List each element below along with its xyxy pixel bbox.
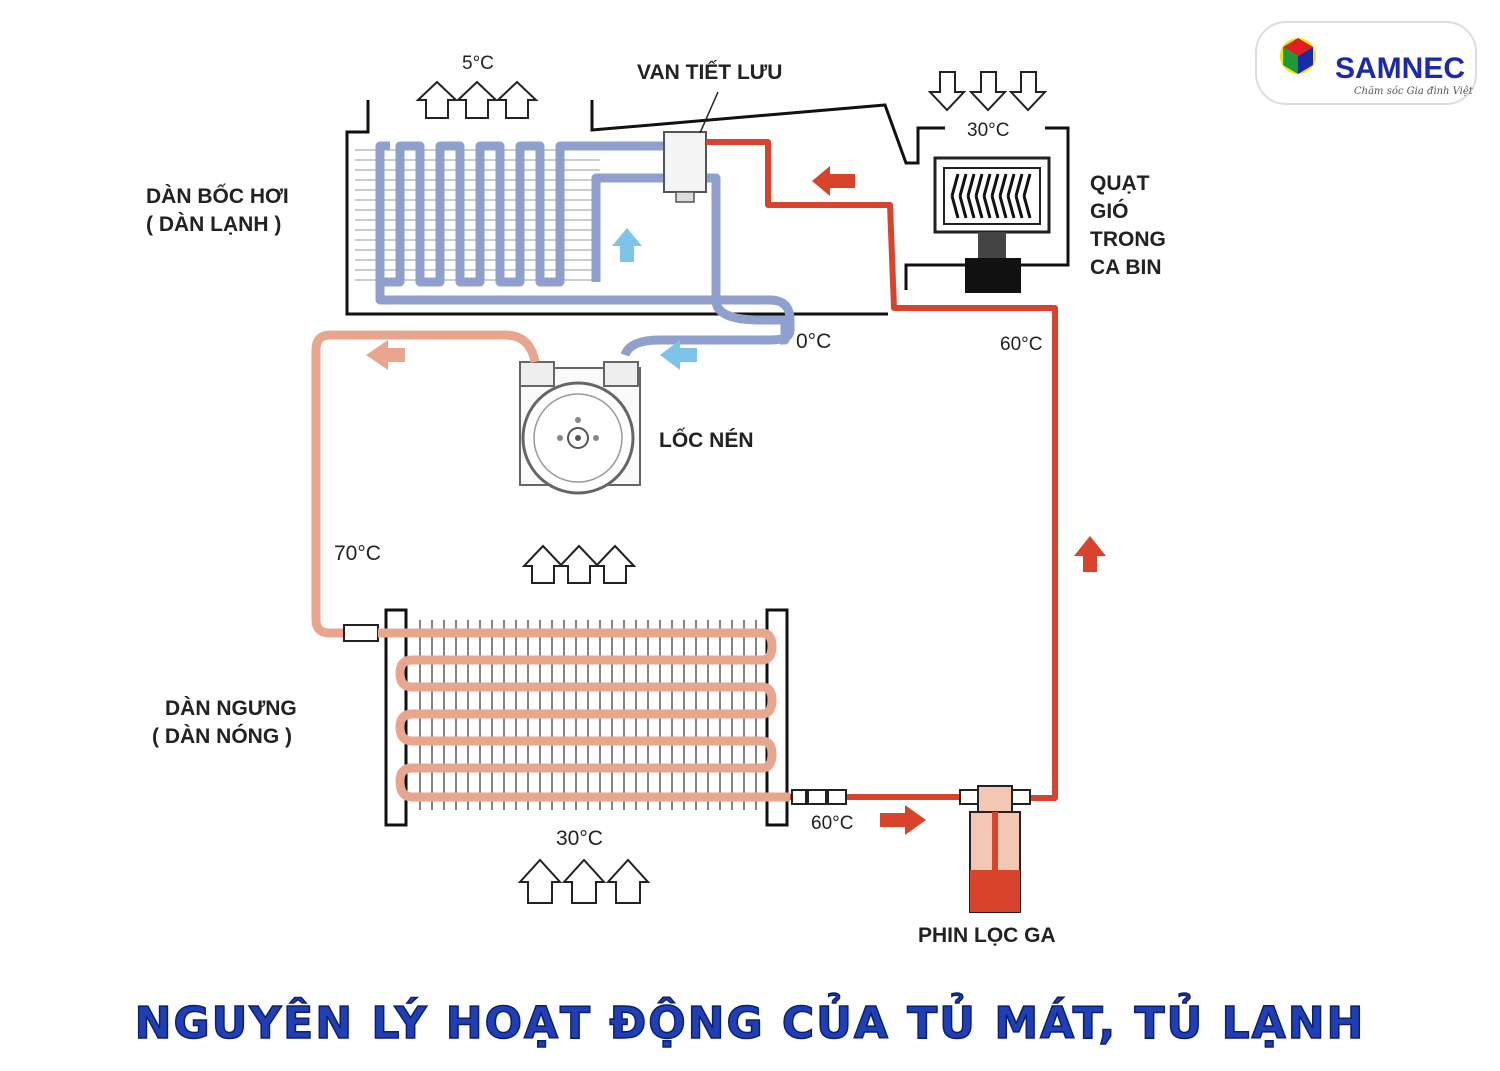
flow-arrow-left-blue (660, 340, 697, 370)
temp-condenser-out: 60°C (811, 813, 853, 834)
logo-name: SAMNEC (1335, 52, 1465, 85)
condenser-inlet-fitting (343, 624, 379, 642)
condenser (378, 608, 790, 827)
label-fan-3: TRONG (1090, 228, 1166, 251)
samnec-logo: SAMNEC Chăm sóc Gia đình Việt (1255, 21, 1477, 105)
liquid-line-hot (706, 139, 1058, 801)
label-compressor: LỐC NÉN (659, 428, 754, 452)
flow-arrows (366, 166, 1106, 835)
temp-condenser-bottom: 30°C (556, 827, 603, 850)
compressor (519, 361, 641, 495)
label-fan-1: QUẠT (1090, 172, 1150, 195)
cabinet-wall-top (590, 100, 945, 165)
filter-drier (969, 785, 1021, 913)
expansion-valve (663, 91, 719, 203)
label-fan-2: GIÓ (1090, 199, 1129, 223)
label-fan-4: CA BIN (1090, 256, 1162, 279)
temp-right-pipe: 60°C (1000, 334, 1042, 355)
temp-discharge: 70°C (334, 542, 381, 565)
flow-arrow-left-red (812, 166, 855, 196)
label-evaporator-2: ( DÀN LẠNH ) (146, 213, 281, 236)
page-title: NGUYÊN LÝ HOẠT ĐỘNG CỦA TỦ MÁT, TỦ LẠNH (135, 992, 1366, 1049)
label-condenser-2: ( DÀN NÓNG ) (152, 724, 292, 748)
label-condenser-1: DÀN NGƯNG (165, 697, 297, 720)
cabinet-wall-right (904, 126, 1070, 290)
evaporator-coil (375, 141, 770, 305)
flow-arrow-up-red (1074, 536, 1106, 572)
temp-fan-top: 30°C (967, 120, 1009, 141)
airflow-arrows (415, 71, 1048, 904)
logo-tagline: Chăm sóc Gia đình Việt (1354, 86, 1474, 97)
discharge-pipe (311, 330, 540, 638)
flow-arrow-left-pink (366, 340, 405, 370)
label-evaporator-1: DÀN BỐC HƠI (146, 184, 289, 208)
evaporator-return-pipe (591, 173, 790, 345)
cabinet-wall-left (345, 100, 888, 316)
suction-pipe (620, 295, 795, 357)
temp-evap-top: 5°C (462, 53, 494, 74)
cabin-fan (933, 156, 1051, 293)
flow-arrow-right-red (880, 805, 926, 835)
label-filter: PHIN LỌC GA (918, 924, 1056, 947)
temp-suction: 0°C (796, 330, 831, 353)
outlet-fittings (791, 789, 1031, 805)
logo-mark-icon (1280, 38, 1316, 74)
label-expansion-valve: VAN TIẾT LƯU (637, 61, 782, 84)
flow-arrow-up-blue (612, 228, 642, 262)
